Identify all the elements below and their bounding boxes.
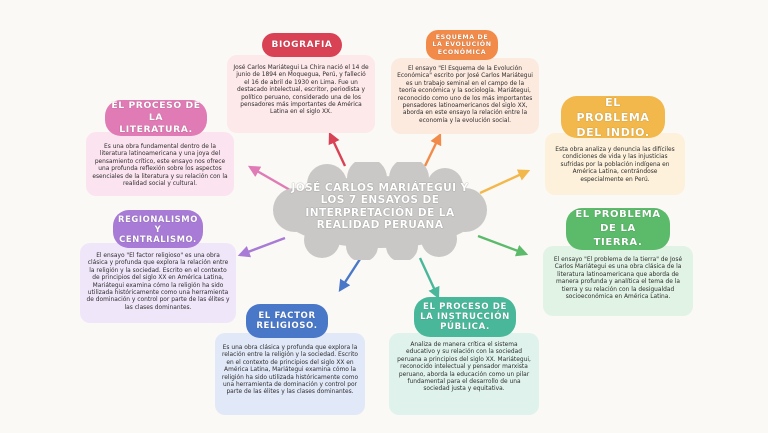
central-cloud-shape [273, 162, 487, 260]
religioso-text: Es una obra clásica y profunda que explo… [221, 345, 359, 396]
religioso-title: EL FACTOR RELIGIOSO. [246, 304, 328, 338]
central-topic: JOSÉ CARLOS MARIÁTEGUI Y LOS 7 ENSAYOS D… [267, 162, 493, 260]
arrow-to-tierra [477, 234, 529, 257]
literatura-box: Es una obra fundamental dentro de la lit… [86, 132, 234, 196]
regionalismo-text: El ensayo "El factor religioso" es una o… [86, 253, 230, 311]
tierra-box: El ensayo "El problema de la tierra" de … [543, 246, 693, 316]
arrow-to-biografia [328, 131, 347, 167]
esquema-box: El ensayo "El Esquema de la Evolución Ec… [391, 58, 539, 134]
esquema-title: ESQUEMA DE LA EVOLUCIÓN ECONÓMICA [426, 30, 498, 60]
central-title: JOSÉ CARLOS MARIÁTEGUI Y LOS 7 ENSAYOS D… [291, 182, 469, 232]
arrow-to-religioso [338, 255, 364, 293]
arrow-to-esquema [423, 132, 442, 167]
indio-box: Esta obra analiza y denuncia las difícil… [545, 133, 685, 195]
arrow-to-indio [479, 169, 531, 195]
arrow-to-regionalismo [237, 236, 286, 258]
instruccion-text: Analiza de manera crítica el sistema edu… [397, 342, 531, 393]
biografia-title: BIOGRAFIA [262, 33, 342, 57]
biografia-text: José Carlos Mariátegui La Chira nació el… [233, 65, 369, 116]
regionalismo-box: El ensayo "El factor religioso" es una o… [80, 243, 236, 323]
literatura-title: EL PROCESO DE LA LITERATURA. [105, 100, 207, 136]
indio-title: EL PROBLEMA DEL INDIO. [561, 96, 665, 139]
arrow-to-instruccion [418, 257, 440, 300]
tierra-title: EL PROBLEMA DE LA TIERRA. [566, 208, 670, 250]
instruccion-box: Analiza de manera crítica el sistema edu… [389, 333, 539, 415]
tierra-text: El ensayo "El problema de la tierra" de … [553, 257, 683, 301]
biografia-box: José Carlos Mariátegui La Chira nació el… [227, 55, 375, 133]
arrow-to-literatura [247, 165, 291, 192]
instruccion-title: EL PROCESO DE LA INSTRUCCIÓN PÚBLICA. [414, 297, 516, 337]
regionalismo-title: REGIONALISMO Y CENTRALISMO. [113, 210, 203, 248]
religioso-box: Es una obra clásica y profunda que explo… [215, 333, 365, 415]
indio-text: Esta obra analiza y denuncia las difícil… [555, 147, 675, 183]
literatura-text: Es una obra fundamental dentro de la lit… [92, 144, 228, 188]
esquema-text: El ensayo "El Esquema de la Evolución Ec… [397, 66, 533, 124]
